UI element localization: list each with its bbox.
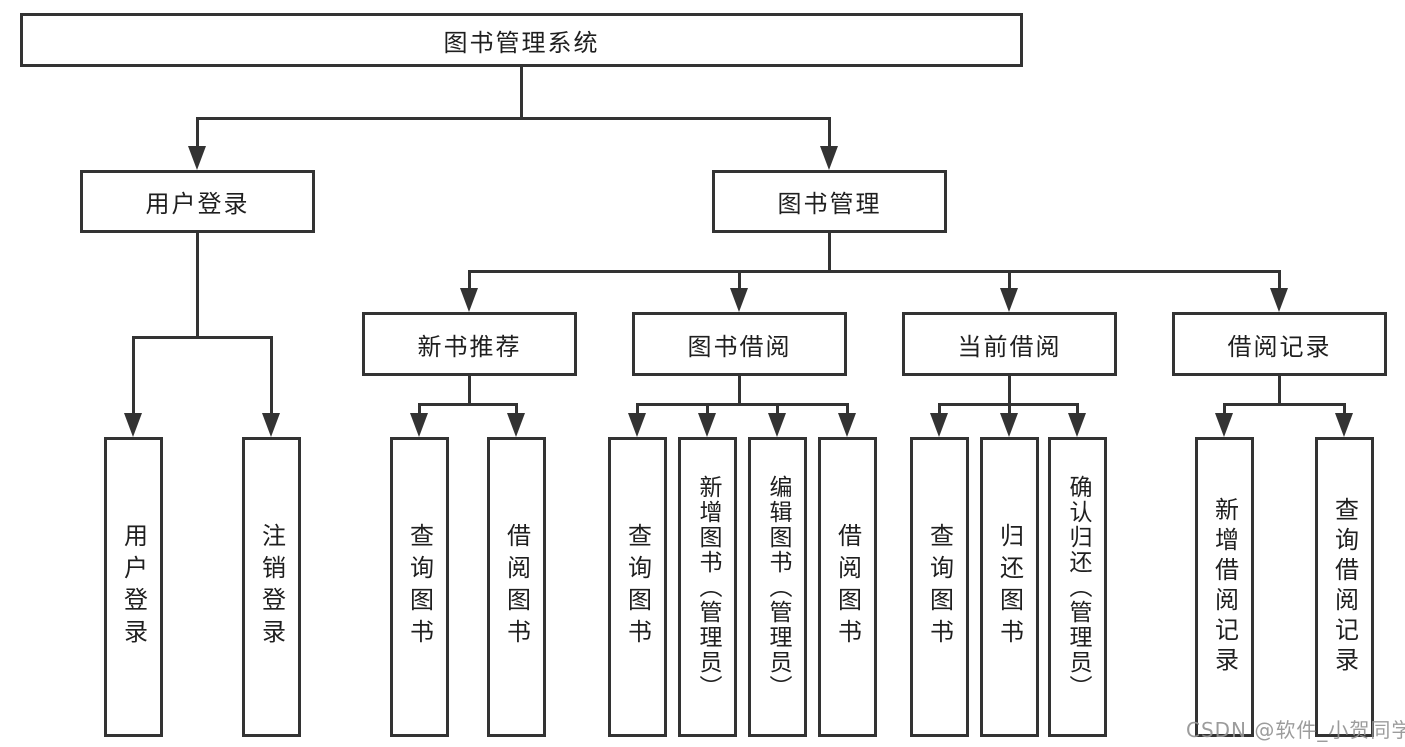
arrow-down-icon — [820, 146, 838, 170]
watermark: CSDN @软件_小贺同学 — [1186, 718, 1405, 742]
connector-line — [1223, 403, 1226, 415]
arrow-down-icon — [1068, 413, 1086, 437]
node-book-borrow: 图书借阅 — [632, 312, 847, 376]
connector-line — [938, 403, 941, 415]
connector-line — [1278, 270, 1281, 290]
arrow-down-icon — [1270, 288, 1288, 312]
arrow-down-icon — [1335, 413, 1353, 437]
connector-line — [132, 336, 135, 414]
connector-line — [776, 403, 779, 415]
connector-line — [468, 270, 1281, 273]
connector-line — [636, 403, 639, 415]
connector-line — [738, 270, 741, 290]
leaf-record-add-record: 新增借阅记录 — [1195, 437, 1254, 737]
connector-line — [468, 270, 471, 290]
arrow-down-icon — [507, 413, 525, 437]
connector-line — [1223, 403, 1346, 406]
arrow-down-icon — [410, 413, 428, 437]
connector-line — [418, 403, 518, 406]
connector-line — [196, 117, 831, 120]
leaf-newbook-borrow-book: 借阅图书 — [487, 437, 546, 737]
leaf-borrow-borrow-book: 借阅图书 — [818, 437, 877, 737]
connector-line — [418, 403, 421, 415]
connector-line — [196, 117, 199, 148]
leaf-current-query-book: 查询图书 — [910, 437, 969, 737]
connector-line — [828, 117, 831, 148]
node-borrow-record: 借阅记录 — [1172, 312, 1387, 376]
leaf-user-login: 用户登录 — [104, 437, 163, 737]
arrow-down-icon — [730, 288, 748, 312]
connector-line — [1076, 403, 1079, 415]
connector-line — [1008, 403, 1011, 415]
leaf-borrow-query-book: 查询图书 — [608, 437, 667, 737]
connector-line — [515, 403, 518, 415]
node-new-book-recommend: 新书推荐 — [362, 312, 577, 376]
connector-line — [1008, 270, 1011, 290]
arrow-down-icon — [628, 413, 646, 437]
node-root: 图书管理系统 — [20, 13, 1023, 67]
connector-line — [636, 403, 849, 406]
connector-line — [520, 67, 523, 119]
arrow-down-icon — [768, 413, 786, 437]
arrow-down-icon — [460, 288, 478, 312]
leaf-borrow-add-book-admin: 新增图书（管理员） — [678, 437, 737, 737]
leaf-current-confirm-return-admin: 确认归还（管理员） — [1048, 437, 1107, 737]
leaf-record-query-record: 查询借阅记录 — [1315, 437, 1374, 737]
arrow-down-icon — [188, 146, 206, 170]
node-book-manage: 图书管理 — [712, 170, 947, 233]
leaf-current-return-book: 归还图书 — [980, 437, 1039, 737]
connector-line — [270, 336, 273, 414]
node-current-borrow: 当前借阅 — [902, 312, 1117, 376]
connector-line — [1008, 376, 1011, 406]
leaf-logout: 注销登录 — [242, 437, 301, 737]
connector-line — [706, 403, 709, 415]
arrow-down-icon — [698, 413, 716, 437]
arrow-down-icon — [124, 413, 142, 437]
arrow-down-icon — [930, 413, 948, 437]
connector-line — [132, 336, 273, 339]
connector-line — [828, 233, 831, 273]
arrow-down-icon — [1000, 288, 1018, 312]
connector-line — [196, 233, 199, 338]
connector-line — [1343, 403, 1346, 415]
arrow-down-icon — [262, 413, 280, 437]
connector-line — [846, 403, 849, 415]
leaf-borrow-edit-book-admin: 编辑图书（管理员） — [748, 437, 807, 737]
connector-line — [1278, 376, 1281, 406]
connector-line — [738, 376, 741, 406]
arrow-down-icon — [1215, 413, 1233, 437]
leaf-newbook-query-book: 查询图书 — [390, 437, 449, 737]
connector-line — [468, 376, 471, 406]
node-user-login: 用户登录 — [80, 170, 315, 233]
arrow-down-icon — [1000, 413, 1018, 437]
arrow-down-icon — [838, 413, 856, 437]
